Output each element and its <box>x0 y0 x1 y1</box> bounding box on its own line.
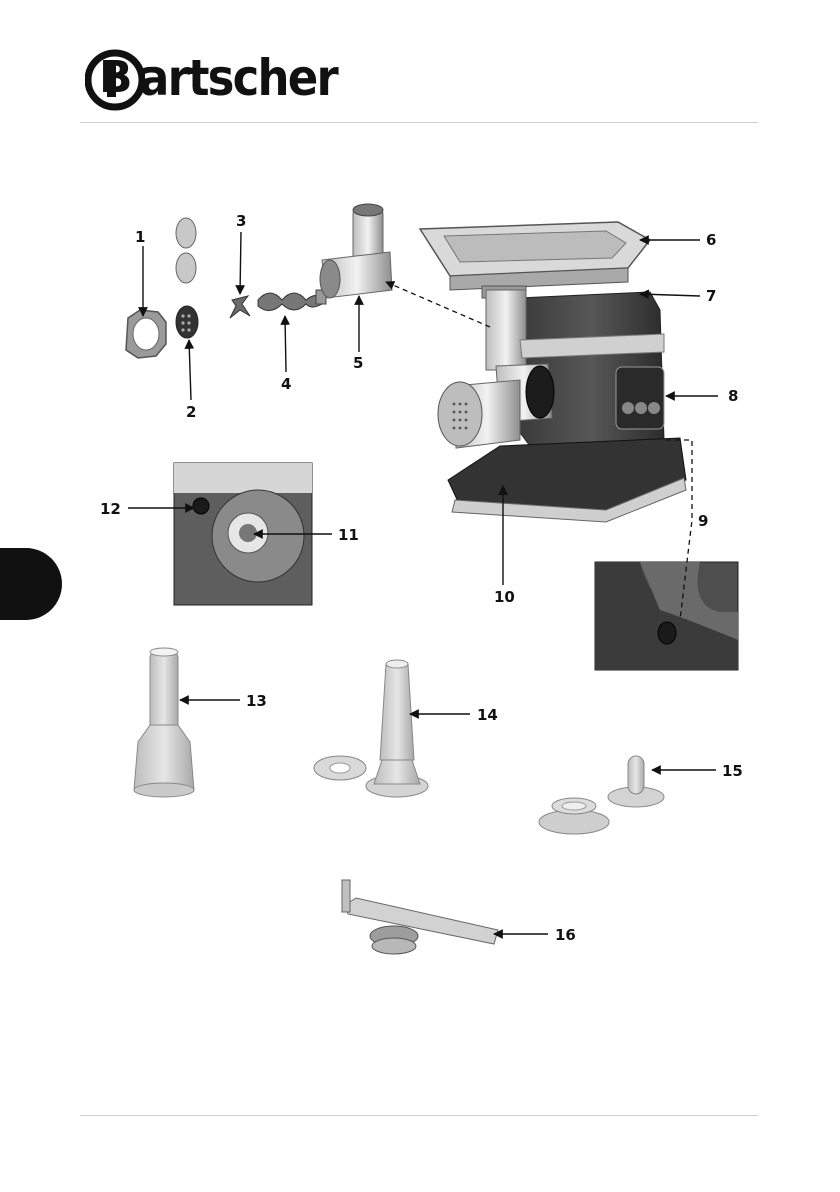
label-5: 5 <box>353 354 363 372</box>
label-3: 3 <box>236 212 246 230</box>
switch-inset-photo <box>595 562 738 670</box>
ring-nut <box>126 310 166 358</box>
filling-tray <box>420 222 650 298</box>
meat-mincer-body <box>438 290 686 522</box>
label-4: 4 <box>281 375 291 393</box>
label-6: 6 <box>706 231 716 249</box>
perforated-discs <box>176 218 198 338</box>
screw-conveyor <box>258 290 326 311</box>
slicer-attachment <box>342 880 498 954</box>
label-9: 9 <box>698 512 708 530</box>
label-10: 10 <box>494 588 515 606</box>
label-1: 1 <box>135 228 145 246</box>
small-filling-attachment <box>539 756 664 834</box>
label-8: 8 <box>728 387 738 405</box>
grinder-housing <box>320 204 392 298</box>
cutting-knife <box>230 296 250 318</box>
label-16: 16 <box>555 926 576 944</box>
label-15: 15 <box>722 762 743 780</box>
label-13: 13 <box>246 692 267 710</box>
label-11: 11 <box>338 526 359 544</box>
label-2: 2 <box>186 403 196 421</box>
kibbe-attachment <box>134 648 194 797</box>
sausage-filler-attachment <box>314 660 428 797</box>
label-12: 12 <box>100 500 121 518</box>
label-14: 14 <box>477 706 498 724</box>
label-7: 7 <box>706 287 716 305</box>
